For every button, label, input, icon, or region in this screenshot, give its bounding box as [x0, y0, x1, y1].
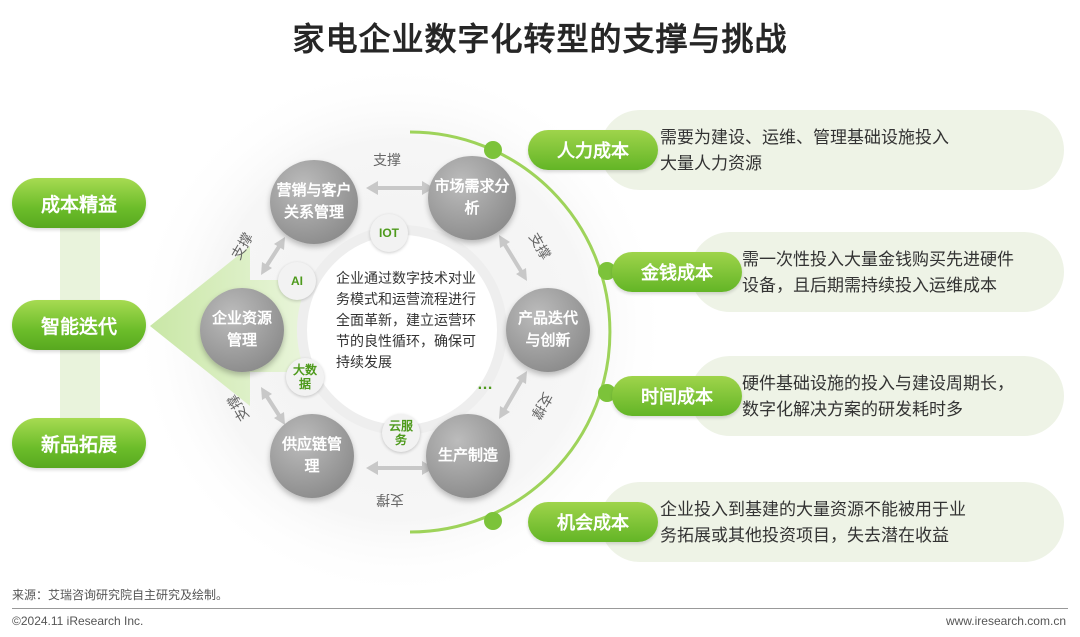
- cost-desc-time-line2: 数字化解决方案的研发耗时多: [742, 400, 963, 419]
- cost-label-money: 金钱成本: [612, 252, 742, 292]
- arrowhead: [274, 237, 285, 250]
- tech-big-data: 大数据: [286, 358, 324, 396]
- cost-label-time: 时间成本: [612, 376, 742, 416]
- cost-desc-time: 硬件基础设施的投入与建设周期长， 数字化解决方案的研发耗时多: [742, 371, 1014, 423]
- cost-desc-opportunity: 企业投入到基建的大量资源不能被用于业 务拓展或其他投资项目，失去潜在收益: [660, 497, 966, 549]
- cost-desc-human-line2: 大量人力资源: [660, 154, 762, 173]
- module-production: 生产制造: [426, 414, 510, 498]
- arrowhead: [261, 387, 272, 400]
- module-supply-chain: 供应链管理: [270, 414, 354, 498]
- outcome-new-product: 新品拓展: [12, 418, 146, 468]
- website-link[interactable]: www.iresearch.com.cn: [945, 614, 1066, 628]
- arrowhead: [366, 181, 378, 195]
- cost-label-human: 人力成本: [528, 130, 658, 170]
- cost-desc-human: 需要为建设、运维、管理基础设施投入 大量人力资源: [660, 125, 949, 177]
- inner-ring: [302, 230, 502, 430]
- arrowhead: [499, 406, 510, 419]
- cost-desc-money-line1: 需一次性投入大量金钱购买先进硬件: [742, 250, 1014, 269]
- arrowhead: [261, 262, 272, 275]
- cost-desc-money: 需一次性投入大量金钱购买先进硬件 设备，且后期需持续投入运维成本: [742, 247, 1014, 299]
- module-market-demand: 市场需求分析: [428, 156, 516, 240]
- arc-dot-human: [484, 141, 502, 159]
- cost-background-human: [600, 110, 1064, 190]
- cost-background-money: [690, 232, 1064, 312]
- arrow-right-upper: [500, 238, 526, 278]
- arrowhead: [499, 235, 510, 248]
- copyright: ©2024.11 iResearch Inc.: [12, 614, 144, 628]
- tech-ai: AI: [278, 262, 316, 300]
- support-label-bottom: 支撑: [376, 492, 404, 508]
- cost-desc-opportunity-line1: 企业投入到基建的大量资源不能被用于业: [660, 500, 966, 519]
- arrowhead: [274, 412, 285, 425]
- arrowhead: [422, 181, 434, 195]
- cost-background-time: [690, 356, 1064, 436]
- page-title: 家电企业数字化转型的支撑与挑战: [292, 21, 788, 57]
- tech-more: …: [477, 376, 493, 393]
- outcome-cost-lean: 成本精益: [12, 178, 146, 228]
- arc-dot-time: [598, 384, 616, 402]
- module-product-iteration: 产品迭代与创新: [506, 288, 590, 372]
- cost-desc-time-line1: 硬件基础设施的投入与建设周期长，: [742, 374, 1014, 393]
- cost-desc-human-line1: 需要为建设、运维、管理基础设施投入: [660, 128, 949, 147]
- module-erp: 企业资源管理: [200, 288, 284, 372]
- arc-dot-opportunity: [484, 512, 502, 530]
- source-note: 来源：艾瑞咨询研究院自主研究及绘制。: [12, 588, 229, 602]
- module-marketing-crm: 营销与客户关系管理: [270, 160, 358, 244]
- arrowhead: [516, 371, 527, 384]
- cost-label-opportunity: 机会成本: [528, 502, 658, 542]
- cost-background-opportunity: [600, 482, 1064, 562]
- center-description: 企业通过数字技术对业务模式和运营流程进行全面革新，建立运营环节的良性循环，确保可…: [336, 270, 476, 370]
- arrowhead: [366, 461, 378, 475]
- cost-desc-opportunity-line2: 务拓展或其他投资项目，失去潜在收益: [660, 526, 949, 545]
- tech-cloud: 云服务: [382, 414, 420, 452]
- tech-iot: IOT: [370, 214, 408, 252]
- cost-desc-money-line2: 设备，且后期需持续投入运维成本: [742, 276, 997, 295]
- arrow-right-lower: [500, 374, 526, 416]
- footer-divider: [12, 608, 1068, 609]
- arc-dot-money: [598, 262, 616, 280]
- green-arc: [409, 130, 612, 534]
- arrowhead: [516, 268, 527, 281]
- outcome-smart-iteration: 智能迭代: [12, 300, 146, 350]
- support-label-top: 支撑: [373, 152, 401, 168]
